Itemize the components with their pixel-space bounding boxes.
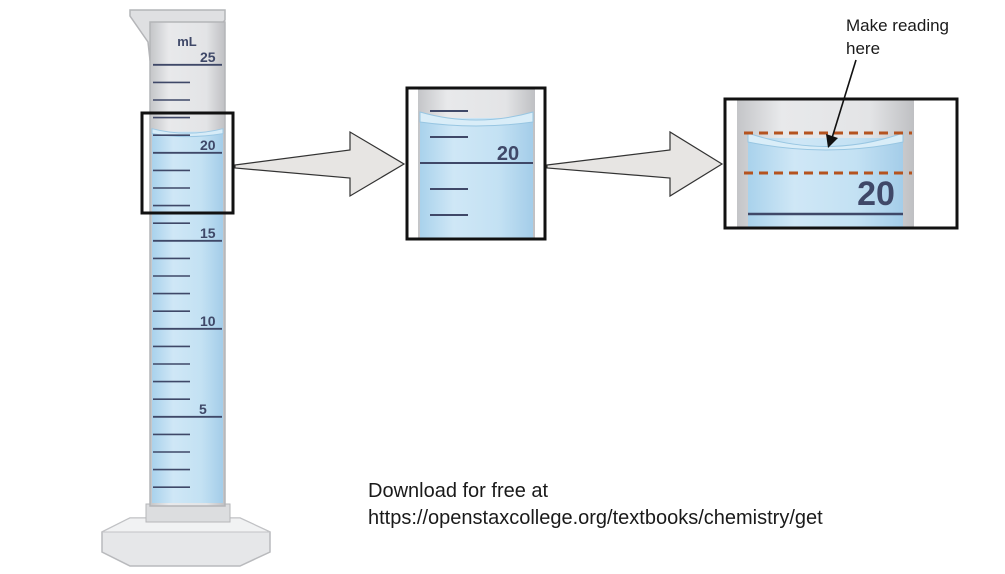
reading-annotation: Make reading here bbox=[826, 16, 949, 148]
scale-label: 25 bbox=[200, 49, 216, 65]
scale-label: 15 bbox=[200, 225, 216, 241]
zoom1-frame bbox=[405, 86, 547, 241]
zoom1-tick-label: 20 bbox=[497, 143, 519, 165]
zoom-view-2: 20 bbox=[723, 97, 959, 230]
zoom1-meniscus bbox=[419, 111, 534, 127]
credit-line-2: https://openstaxcollege.org/textbooks/ch… bbox=[368, 507, 823, 529]
zoom2-tick-label: 20 bbox=[857, 175, 895, 213]
annotation-line-2: here bbox=[846, 39, 880, 58]
pointer-arrowhead-icon bbox=[826, 134, 838, 148]
arrow-right-icon bbox=[546, 130, 724, 198]
zoom2-frame bbox=[723, 97, 959, 230]
zoom-view-1: 20 bbox=[405, 86, 547, 241]
arrow-right-icon bbox=[234, 130, 406, 198]
cylinder-liquid bbox=[152, 131, 223, 503]
zoom2-meniscus bbox=[747, 132, 904, 151]
unit-label: mL bbox=[177, 34, 197, 49]
credit-line-1: Download for free at bbox=[368, 480, 549, 502]
annotation-line-1: Make reading bbox=[846, 16, 949, 35]
scale-label: 20 bbox=[200, 137, 216, 153]
scale-label: 10 bbox=[200, 313, 216, 329]
graduated-cylinder: 25 20 15 10 5 mL bbox=[101, 9, 271, 567]
annotation-pointer bbox=[831, 59, 857, 139]
cylinder-scale: 25 20 15 10 5 bbox=[153, 49, 222, 489]
credit-text: Download for free at https://openstaxcol… bbox=[368, 478, 823, 532]
scale-label: 5 bbox=[199, 401, 207, 417]
zoom-selection-box bbox=[140, 111, 235, 215]
